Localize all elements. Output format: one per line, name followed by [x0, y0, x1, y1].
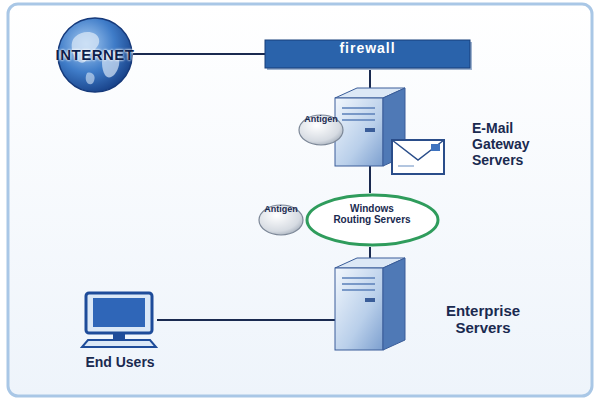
server-tower-outline — [335, 258, 405, 350]
envelope-icon — [392, 140, 444, 174]
server-tower: E-Mail Gateway Servers — [335, 88, 405, 166]
node-label: Enterprise Servers — [427, 302, 539, 336]
connector-line — [369, 247, 371, 258]
network-globe: INTERNET — [57, 17, 133, 93]
server-tower: Enterprise Servers — [335, 258, 405, 350]
page-frame — [8, 4, 592, 396]
connector-line — [157, 319, 335, 321]
node-label: Windows Routing Servers — [332, 203, 412, 225]
antigen-badge: Antigen — [258, 204, 304, 236]
node-label: Antigen — [298, 114, 344, 124]
node-label: INTERNET — [30, 46, 160, 63]
node-label: End Users — [65, 354, 175, 370]
node-label: E-Mail Gateway Servers — [472, 120, 564, 168]
connector-line — [369, 68, 371, 88]
node-label: firewall — [265, 40, 470, 56]
workstation-icon-outline — [82, 292, 157, 348]
firewall-band: firewall — [265, 40, 470, 68]
server-tower-outline — [335, 88, 405, 166]
connector-line — [369, 166, 371, 193]
workstation-icon: End Users — [82, 292, 157, 348]
antigen-badge: Antigen — [298, 114, 344, 146]
routing-ellipse: Windows Routing Servers — [305, 193, 440, 247]
node-label: Antigen — [258, 204, 304, 214]
connector-line — [133, 53, 265, 55]
